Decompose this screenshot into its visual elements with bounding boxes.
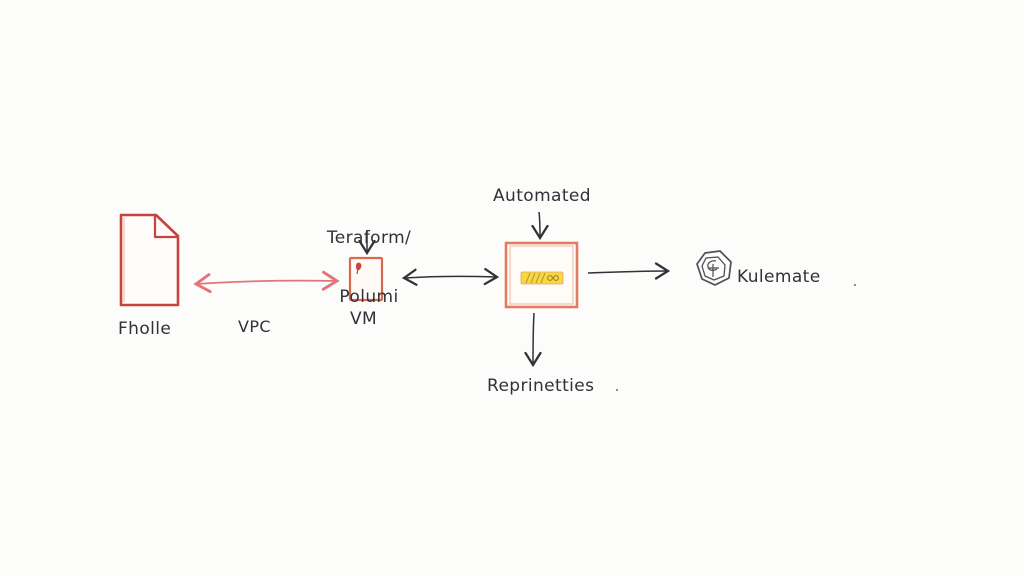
automated-label-arrow [531, 211, 549, 241]
vm-tool-label-line-2: Polumi [339, 286, 399, 307]
vm-tool-label: Teraform/ Polumi [313, 190, 425, 346]
sketch-dot [615, 388, 619, 392]
kubernetes-helm-icon [696, 250, 732, 286]
automated-kube-arrow [587, 262, 671, 280]
vpc-label: VPC [238, 317, 271, 336]
repositories-label: Reprinetties [487, 376, 595, 396]
vm-label: VM [350, 309, 378, 329]
automation-box-icon [504, 241, 579, 309]
file-document-icon [119, 213, 180, 307]
kubernetes-label: Kulemate [737, 267, 821, 287]
vm-server-icon [348, 256, 384, 302]
file-vm-link [193, 270, 340, 294]
sketch-dot [853, 283, 857, 287]
vm-automated-link [401, 267, 500, 286]
file-node-label: Fholle [118, 319, 172, 339]
automated-label: Automated [493, 186, 591, 206]
automated-repo-arrow [524, 312, 542, 368]
vm-tool-label-line-1: Teraform/ [326, 228, 412, 249]
